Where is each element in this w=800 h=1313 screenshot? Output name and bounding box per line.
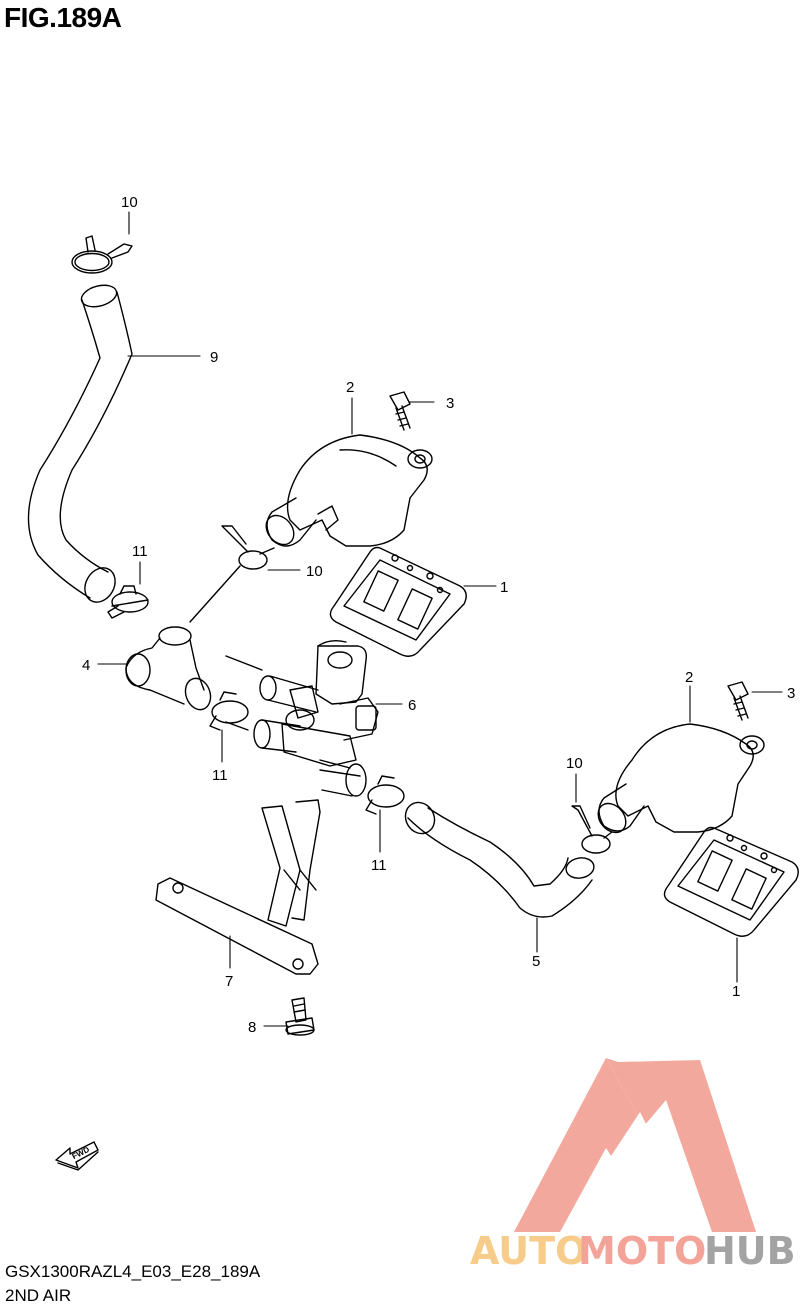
callout-1-upper: 1 <box>500 579 508 596</box>
callout-11-upper: 11 <box>132 543 148 560</box>
callout-10-top: 10 <box>121 194 138 211</box>
elbow-hose <box>125 626 212 711</box>
hose-clamp-lower <box>365 775 405 815</box>
callout-7: 7 <box>225 973 233 990</box>
leader-dash-2 <box>225 655 263 671</box>
hose-long-left <box>27 284 133 603</box>
leader-lines <box>97 211 783 1027</box>
reed-valve-cover-upper <box>265 434 433 547</box>
callout-3-lower: 3 <box>787 685 795 702</box>
svg-text:MOTO: MOTO <box>578 1229 706 1273</box>
svg-text:HUB: HUB <box>704 1229 796 1273</box>
hose-clamp-upper-left <box>107 585 149 619</box>
callout-1-lower: 1 <box>732 983 740 1000</box>
hose-clip-middle <box>221 525 275 570</box>
callout-10-middle: 10 <box>306 563 323 580</box>
callout-11-left: 11 <box>212 767 228 784</box>
callout-8: 8 <box>248 1019 256 1036</box>
bolt-lower <box>727 681 749 721</box>
model-code: GSX1300RAZL4_E03_E28_189A <box>5 1262 261 1281</box>
fwd-arrow-icon <box>55 1141 99 1171</box>
bolt-bracket <box>285 997 315 1036</box>
callout-9: 9 <box>210 349 218 366</box>
air-cut-valve-assembly <box>253 639 379 797</box>
hose-lower-right <box>404 801 595 918</box>
reed-valve-lower <box>663 826 799 937</box>
reed-valve-cover-lower <box>597 723 765 834</box>
svg-text:AUTO: AUTO <box>470 1229 587 1273</box>
hose-clip-lower-right <box>571 805 613 854</box>
watermark-text: AUTO MOTO HUB <box>470 1229 796 1273</box>
figure-title: FIG.189A <box>4 2 122 33</box>
callout-5: 5 <box>532 953 540 970</box>
callout-4: 4 <box>82 657 90 674</box>
callout-2-upper: 2 <box>346 379 354 396</box>
bolt-upper <box>389 391 411 431</box>
callout-labels: 10 9 2 3 11 10 1 4 6 11 11 2 3 10 7 5 1 … <box>71 194 796 1161</box>
section-description: 2ND AIR <box>5 1286 72 1305</box>
hose-clamp-middle-left <box>209 691 249 731</box>
bracket <box>155 799 321 975</box>
callout-2-lower: 2 <box>685 669 693 686</box>
leader-dash-1 <box>189 565 241 623</box>
watermark-logo <box>514 1058 756 1232</box>
callout-3-upper: 3 <box>446 395 454 412</box>
reed-valve-upper <box>329 546 467 657</box>
callout-10-lower: 10 <box>566 755 583 772</box>
hose-clip-top <box>71 235 133 274</box>
callout-6: 6 <box>408 697 416 714</box>
callout-11-lower: 11 <box>371 857 387 874</box>
